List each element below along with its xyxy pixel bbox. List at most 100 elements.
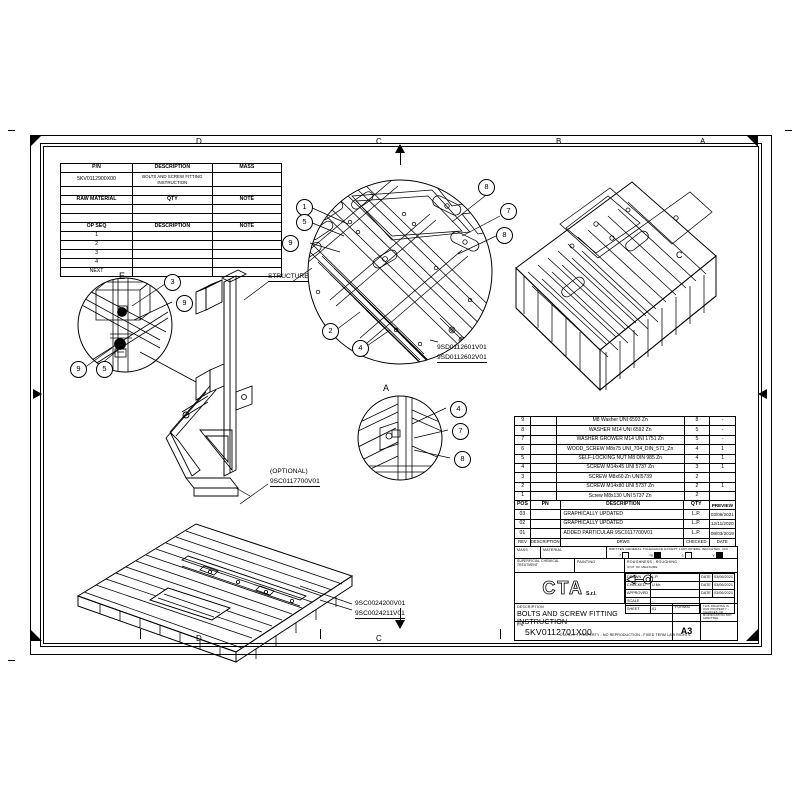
mass-cell: MASS xyxy=(515,547,541,558)
surface-treatment-label: SUPERFICIAL CHEMICAL TREATMENT xyxy=(517,559,560,567)
drawing-frame-outer xyxy=(30,135,772,655)
revision-col-qty: QTY xyxy=(682,499,710,511)
tolerance-box-v xyxy=(715,551,723,559)
detail-label-a: A xyxy=(383,383,390,393)
tolerance-cell: WRITTEN GENERAL TOLERANCE EXCEPT 100H WH… xyxy=(607,547,735,559)
top-detail-pn-1: 9SD0112601V01 xyxy=(437,344,487,351)
painting-cell: PAINTING xyxy=(575,559,625,572)
optional-part-number: 9SC0117700V01 xyxy=(270,478,320,488)
sig-row-sheet: SHEET 01 xyxy=(625,605,735,614)
balloon-5-detail-e: 5 xyxy=(96,361,113,378)
bom-cell-description: WASHER M14 UNI 6592 Zn xyxy=(555,425,685,436)
description-cell: DESCRIPTION BOLTS AND SCREW FITTING INST… xyxy=(515,604,673,626)
bottom-pn-1: 9SC0024200V01 xyxy=(355,600,406,607)
checked-value: U.Mr. xyxy=(649,581,700,590)
process-table: P/N DESCRIPTION MASS 5KV0112900X00 BOLTS… xyxy=(59,163,283,277)
approved-value xyxy=(649,589,700,598)
bom-cell-qty: 4 xyxy=(683,453,711,464)
format-value: A3 xyxy=(680,625,693,636)
company-suffix: S.r.l. xyxy=(586,591,597,598)
cell-op-seq-next: NEXT xyxy=(59,267,134,277)
drawing-part-number: 5KV0112701X00 xyxy=(525,627,592,638)
title-block-row-partnumber: P/N 5KV0112701X00 A3 xyxy=(515,622,737,640)
company-logo-cell: CTA S.r.l. xyxy=(515,573,625,603)
format-label: FORMAT xyxy=(675,605,692,609)
zone-tick xyxy=(500,629,501,639)
structure-label: STRUCTURE xyxy=(268,273,309,283)
drawn-date: 03/06/2021 xyxy=(711,573,736,582)
bom-cell-preview: - xyxy=(709,425,736,436)
balloon-9-detail-e-2: 9 xyxy=(70,361,87,378)
roughness-unit-label: UNIT OF MEASURE xyxy=(627,565,658,570)
balloon-3-detail-e: 3 xyxy=(164,274,181,291)
tolerance-item-v: v xyxy=(713,551,723,559)
bom-cell-pos: 8 xyxy=(513,425,532,436)
copy-note-cell: THIS DRAWING IS OUR PROPERTY - CHANGES O… xyxy=(701,604,737,621)
center-mark-left-arrow xyxy=(33,389,42,399)
title-block-row-treatment: SUPERFICIAL CHEMICAL TREATMENT PAINTING … xyxy=(515,559,737,573)
detail-label-c: C xyxy=(676,250,683,260)
projection-symbol-cell xyxy=(626,574,736,614)
description-label: DESCRIPTION xyxy=(517,605,544,609)
corner-mark-bottom-right xyxy=(746,629,758,641)
registration-tick xyxy=(8,130,15,131)
balloon-4-detail-a: 4 xyxy=(450,401,467,418)
bom-cell-pn xyxy=(530,472,557,483)
balloon-7-top: 2 xyxy=(322,323,339,340)
zone-label-bottom-c: C xyxy=(376,634,383,643)
detail-label-e: E xyxy=(119,271,126,281)
bom-cell-pos: 2 xyxy=(513,481,532,493)
sig-row-approved: APPROVED DATE 03/06/2021 xyxy=(625,589,736,598)
title-block-row-description: DESCRIPTION BOLTS AND SCREW FITTING INST… xyxy=(515,604,737,626)
copy-note-cell-2 xyxy=(701,622,737,640)
tolerance-box-f xyxy=(621,551,629,559)
bom-cell-description: SCREW M14x80 UNI 5737 Zn xyxy=(555,481,685,493)
drawn-value: L.P. xyxy=(649,573,700,582)
title-block: MASS MATERIAL WRITTEN GENERAL TOLERANCE … xyxy=(514,546,738,641)
format-cell: FORMAT xyxy=(673,604,701,621)
bom-cell-pn xyxy=(530,453,557,464)
center-mark-bottom-line xyxy=(399,608,401,622)
first-angle-projection-icon xyxy=(626,574,734,613)
revision-cell-pn xyxy=(529,509,561,520)
revision-cell-drawn-by: L.P. xyxy=(682,518,710,530)
corner-mark-bottom-left xyxy=(30,629,42,641)
bom-cell-preview xyxy=(709,472,736,483)
bom-cell-description: SCREW M8x60 Zn UNI5739 xyxy=(555,472,685,483)
corner-mark-top-left xyxy=(30,135,42,147)
projection-icon-svg xyxy=(626,574,653,585)
signature-cell: DRAWN L.P. DATE 03/06/2021 CHECKED U.Mr.… xyxy=(625,573,736,614)
tolerance-box-c xyxy=(684,551,692,559)
title-block-row-logo-signatures: CTA S.r.l. DRAWN L.P. DATE 03/06/2021 CH… xyxy=(515,573,737,614)
registration-tick xyxy=(8,660,15,661)
bom-cell-qty: 5 xyxy=(683,434,711,446)
approved-date: 03/06/2021 xyxy=(711,589,736,598)
bom-cell-preview: 1 xyxy=(709,481,736,493)
bom-cell-preview: 1 xyxy=(709,453,736,464)
title-block-row-mass-material-tolerance: MASS MATERIAL WRITTEN GENERAL TOLERANCE … xyxy=(515,547,737,559)
tolerance-box-m xyxy=(653,551,661,559)
surface-treatment-cell: SUPERFICIAL CHEMICAL TREATMENT xyxy=(515,559,575,572)
revision-cell-date: 12/11/2020 xyxy=(708,518,737,530)
optional-label: (OPTIONAL) xyxy=(270,468,308,475)
revision-cell-description: GRAPHICALLY UPDATED xyxy=(559,509,684,520)
bom-cell-qty: 5 xyxy=(683,425,711,436)
bom-cell-description: WOOD_SCREW M8x75 UNI_704_DIN_571_Zn xyxy=(555,444,685,455)
tolerance-class-row: f m c v xyxy=(609,551,733,559)
date-col-label: DATE xyxy=(698,573,713,582)
bom-cell-qty: 3 xyxy=(683,462,711,474)
bom-cell-qty: 2 xyxy=(683,481,711,493)
revision-cell-description: ADDED PARTICULAR 9SC0117700V01 xyxy=(559,528,684,539)
bom-cell-pos: 9 xyxy=(513,415,532,427)
revision-cell-description: GRAPHICALLY UPDATED xyxy=(559,518,684,530)
tolerance-item-f: f xyxy=(619,551,629,559)
